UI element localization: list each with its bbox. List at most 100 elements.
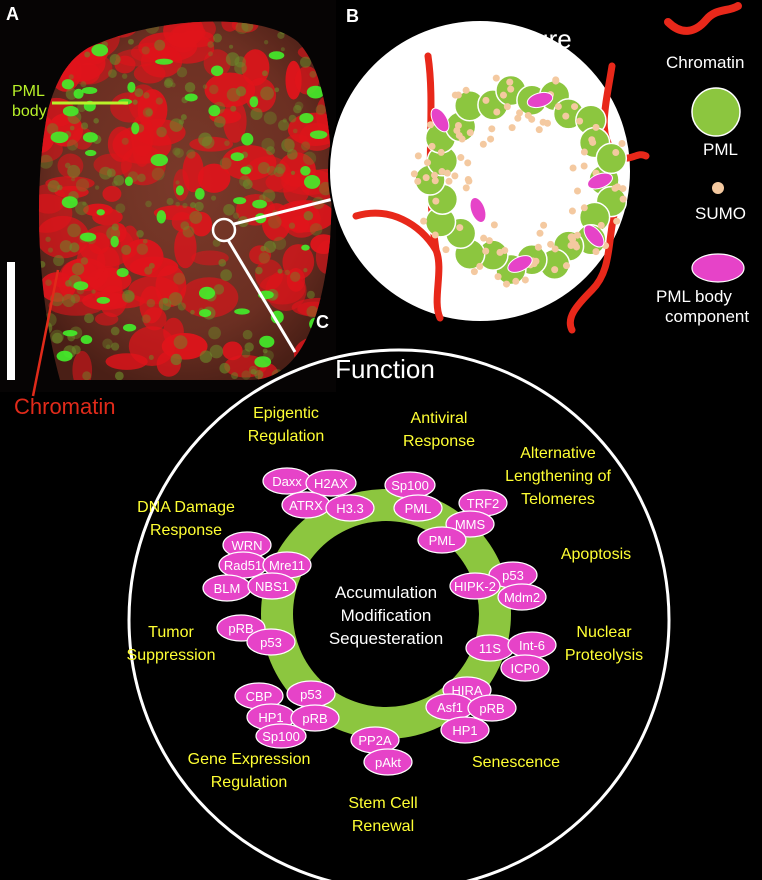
background-speckle: [174, 148, 184, 158]
background-speckle: [84, 313, 94, 324]
svg-text:HP1: HP1: [452, 723, 477, 738]
background-speckle: [80, 122, 89, 130]
background-speckle: [38, 154, 53, 169]
pml-body-spot: [84, 149, 97, 157]
func-gene-1: Gene Expression: [188, 751, 311, 768]
chromatin-region: [257, 363, 279, 381]
pml-body-spot: [96, 296, 110, 304]
structure-title: Structure: [466, 24, 572, 54]
background-speckle: [148, 354, 154, 360]
function-labels: Epigentic Regulation Antiviral Response …: [127, 405, 644, 835]
pml-body-spot: [268, 51, 285, 60]
sumo-dot: [539, 118, 547, 126]
svg-text:pAkt: pAkt: [375, 755, 401, 770]
background-speckle: [67, 164, 81, 178]
sumo-dot: [612, 148, 620, 156]
svg-text:PML: PML: [405, 501, 432, 516]
background-speckle: [141, 314, 151, 324]
sumo-dot: [516, 109, 524, 117]
sumo-dot: [611, 184, 619, 192]
background-speckle: [306, 305, 319, 318]
svg-text:Mdm2: Mdm2: [504, 590, 540, 605]
svg-text:PP2A: PP2A: [358, 733, 392, 748]
chromatin-region: [190, 211, 213, 237]
background-speckle: [173, 272, 186, 285]
pml-body-spot: [80, 335, 93, 345]
background-speckle: [267, 214, 282, 229]
background-speckle: [84, 51, 91, 58]
sumo-dot: [619, 195, 627, 203]
background-speckle: [156, 126, 167, 138]
background-speckle: [219, 362, 231, 374]
background-speckle: [303, 268, 308, 273]
sumo-dot: [613, 217, 621, 225]
background-speckle: [288, 222, 296, 229]
pml-body-spot: [80, 232, 97, 242]
background-speckle: [254, 370, 264, 380]
panel-a: [0, 0, 336, 392]
pml-sphere: [595, 142, 628, 175]
sumo-dot: [414, 152, 422, 160]
background-speckle: [121, 73, 128, 79]
func-antiviral-2: Response: [403, 433, 475, 450]
background-speckle: [151, 167, 165, 181]
background-speckle: [134, 88, 144, 98]
background-speckle: [241, 370, 251, 380]
chromatin-region: [173, 169, 190, 201]
background-speckle: [170, 82, 176, 88]
background-speckle: [121, 137, 129, 145]
background-speckle: [223, 203, 235, 216]
background-speckle: [102, 338, 113, 350]
func-epigenetic-1: Epigentic: [253, 405, 319, 422]
chromatin-legend-icon: [664, 2, 742, 35]
background-speckle: [277, 119, 290, 131]
background-speckle: [263, 40, 269, 45]
sumo-dot: [438, 168, 446, 176]
background-speckle: [75, 201, 89, 216]
background-speckle: [263, 111, 277, 125]
function-title: Function: [335, 354, 435, 384]
protein-atrx: ATRX: [281, 491, 331, 519]
background-speckle: [225, 52, 240, 66]
chromatin-region: [221, 21, 239, 32]
pml-body-spot: [82, 132, 98, 143]
pml-body-spot: [62, 106, 79, 117]
protein-hipk2: HIPK-2: [449, 572, 501, 600]
svg-text:p53: p53: [300, 687, 322, 702]
sumo-dot: [431, 171, 439, 179]
background-speckle: [145, 200, 152, 208]
chromatin-pointer: [31, 269, 60, 397]
background-speckle: [105, 344, 111, 350]
pml-body-component: [526, 91, 554, 109]
background-speckle: [224, 140, 230, 146]
component-legend-icon: [691, 253, 745, 283]
sumo-dot: [465, 177, 473, 185]
svg-text:ATRX: ATRX: [289, 498, 323, 513]
protein-pp2a: PP2A: [350, 726, 400, 754]
background-speckle: [68, 74, 74, 80]
chromatin-label-a: Chromatin: [14, 394, 115, 419]
background-speckle: [108, 69, 117, 78]
background-speckle: [163, 79, 173, 88]
sumo-dot: [580, 162, 588, 170]
sumo-dot: [569, 164, 577, 172]
chromatin-region: [285, 60, 302, 100]
svg-text:pRB: pRB: [479, 701, 504, 716]
sumo-dot: [507, 85, 515, 93]
background-speckle: [66, 139, 79, 151]
sumo-dot: [470, 268, 478, 276]
func-alt-1: Alternative: [520, 445, 596, 462]
background-speckle: [259, 194, 266, 201]
protein-prb-gene: pRB: [290, 704, 340, 732]
background-speckle: [309, 223, 323, 236]
sumo-dot: [462, 86, 470, 94]
background-speckle: [180, 221, 190, 231]
background-speckle: [82, 371, 92, 381]
background-speckle: [166, 197, 174, 206]
background-speckle: [184, 82, 196, 93]
background-speckle: [172, 147, 181, 156]
pml-body-spot: [208, 105, 221, 117]
sumo-dot: [476, 262, 484, 270]
protein-trf2: TRF2: [458, 489, 508, 517]
sumo-dot: [451, 91, 459, 99]
